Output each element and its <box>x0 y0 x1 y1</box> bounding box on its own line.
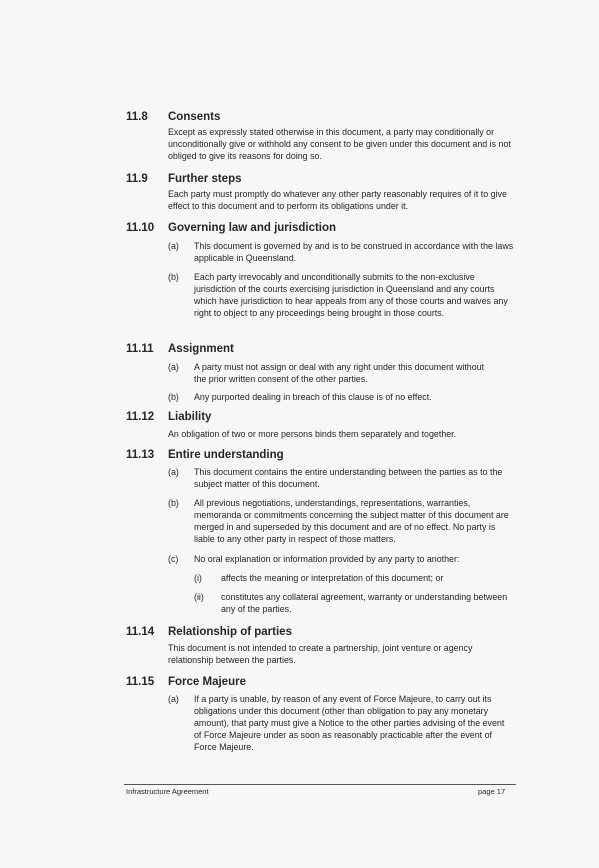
item-label: (a) <box>168 362 179 372</box>
clause-heading: Governing law and jurisdiction <box>168 222 337 234</box>
clause-heading: Entire understanding <box>168 449 284 461</box>
clause-body: An obligation of two or more persons bin… <box>168 429 457 439</box>
clause-body: Each party must promptly do whatever any… <box>168 189 507 211</box>
clause-number: 11.9 <box>126 173 148 185</box>
clause-heading: Force Majeure <box>168 676 246 688</box>
footer-page-number: page 17 <box>478 787 506 796</box>
item-text: All previous negotiations, understanding… <box>194 498 509 544</box>
item-text: Each party irrevocably and unconditional… <box>194 272 508 318</box>
item-label: (a) <box>168 694 179 704</box>
clause-body: This document is not intended to create … <box>168 643 473 665</box>
clause-heading: Assignment <box>168 343 234 355</box>
item-text: A party must not assign or deal with any… <box>194 362 485 384</box>
footer-document-title: Infrastructure Agreement <box>126 787 209 796</box>
subitem-text: affects the meaning or interpretation of… <box>221 573 444 583</box>
clause-body: Except as expressly stated otherwise in … <box>168 127 511 161</box>
footer-divider <box>124 784 516 785</box>
item-label: (b) <box>168 392 179 402</box>
clause-number: 11.11 <box>126 343 154 355</box>
item-label: (b) <box>168 498 179 508</box>
clause-heading: Liability <box>168 411 212 423</box>
item-text: No oral explanation or information provi… <box>194 554 460 564</box>
subitem-text: constitutes any collateral agreement, wa… <box>221 592 508 614</box>
item-text: This document is governed by and is to b… <box>194 241 514 263</box>
clause-number: 11.15 <box>126 676 155 688</box>
clause-heading: Relationship of parties <box>168 626 292 638</box>
item-label: (c) <box>168 554 179 564</box>
clause-number: 11.14 <box>126 626 155 638</box>
subitem-label: (ii) <box>194 592 204 602</box>
item-label: (b) <box>168 272 179 282</box>
clause-heading: Further steps <box>168 173 242 185</box>
clause-heading: Consents <box>168 111 221 123</box>
item-text: If a party is unable, by reason of any e… <box>194 694 505 752</box>
item-label: (a) <box>168 467 179 477</box>
item-label: (a) <box>168 241 179 251</box>
clause-number: 11.8 <box>126 111 148 123</box>
item-text: This document contains the entire unders… <box>194 467 503 489</box>
item-text: Any purported dealing in breach of this … <box>194 392 432 402</box>
subitem-label: (i) <box>194 573 202 583</box>
clause-number: 11.13 <box>126 449 155 461</box>
clause-number: 11.10 <box>126 222 155 234</box>
clause-number: 11.12 <box>126 411 155 423</box>
